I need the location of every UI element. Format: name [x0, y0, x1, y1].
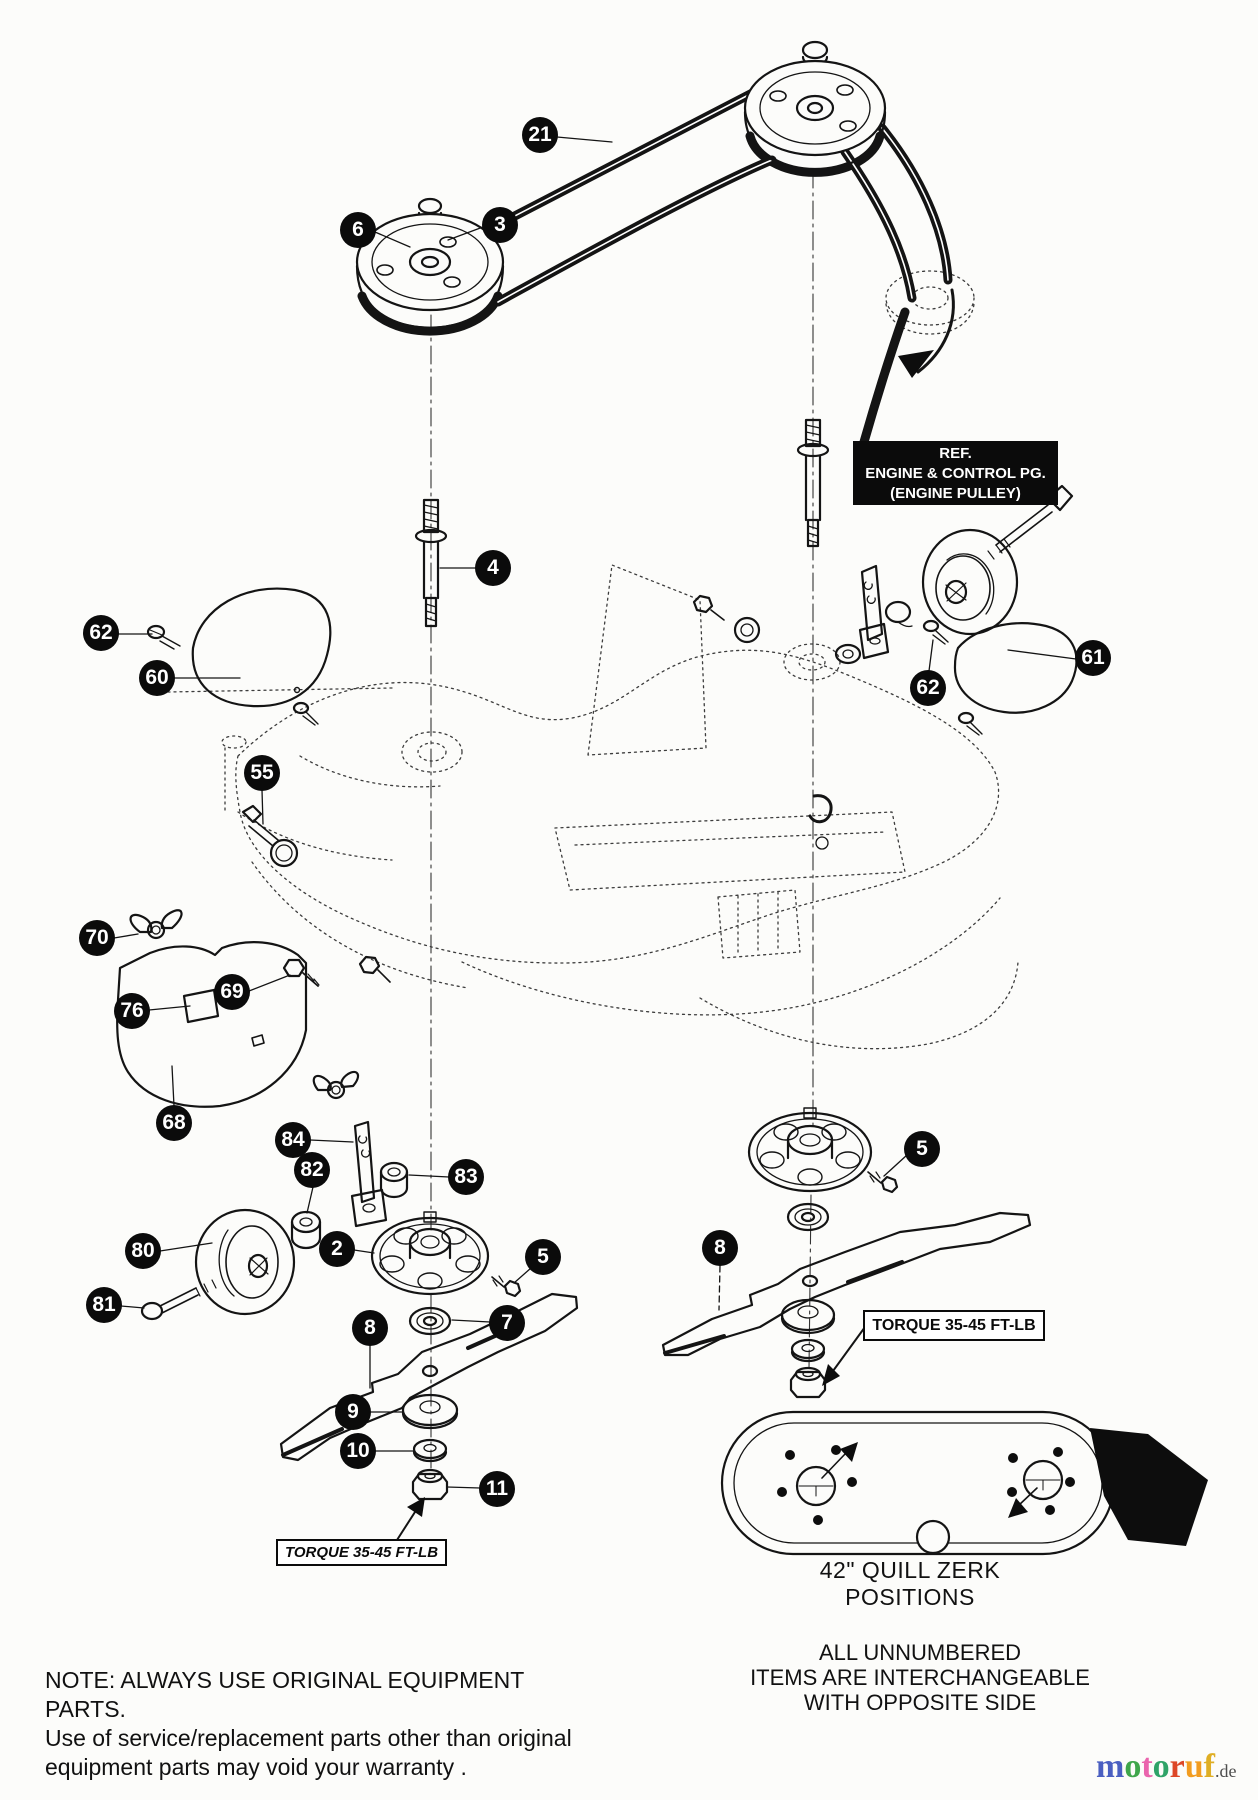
torque-arrow-right	[822, 1326, 866, 1386]
callout-61: 61	[1075, 640, 1111, 676]
ref-box-line1: REF.	[939, 445, 972, 462]
callout-81: 81	[86, 1287, 122, 1323]
center-lines	[430, 169, 814, 1473]
callout-69: 69	[214, 974, 250, 1010]
callout-4: 4	[475, 550, 511, 586]
callout-9: 9	[335, 1394, 371, 1430]
logo-letter: u	[1184, 1748, 1204, 1785]
interchangeable-note-line3: WITH OPPOSITE SIDE	[803, 1690, 1037, 1715]
logo-letter: r	[1169, 1748, 1185, 1785]
callout-83: 83	[448, 1159, 484, 1195]
warranty-note-line2: Use of service/replacement parts other t…	[45, 1725, 572, 1751]
quill-shaft-right	[796, 418, 830, 548]
callout-70: 70	[79, 920, 115, 956]
callout-8: 8	[352, 1310, 388, 1346]
belt-guard-left	[146, 587, 332, 726]
callout-3: 3	[482, 207, 518, 243]
callout-62: 62	[83, 615, 119, 651]
quill-shaft-left	[414, 498, 448, 628]
washer-cup-right	[786, 1202, 830, 1232]
nut-11	[411, 1468, 449, 1501]
belt-guard-right	[922, 619, 1078, 736]
callout-60: 60	[139, 660, 175, 696]
callout-5: 5	[904, 1131, 940, 1167]
deck-hardware	[692, 594, 833, 850]
callout-11: 11	[479, 1471, 515, 1507]
washer-stack-right	[780, 1298, 836, 1399]
spacer-82	[290, 1210, 322, 1250]
callout-10: 10	[340, 1433, 376, 1469]
quill-zerk-diagram	[720, 1410, 1208, 1556]
bracket-84	[350, 1120, 388, 1228]
callout-76: 76	[114, 993, 150, 1029]
warranty-note: NOTE: ALWAYS USE ORIGINAL EQUIPMENT PART…	[45, 1666, 605, 1782]
bolt-69	[282, 955, 391, 987]
callout-68: 68	[156, 1105, 192, 1141]
warranty-note-line3: equipment parts may void your warranty .	[45, 1754, 467, 1780]
logo-wordmark: motoruf	[1096, 1748, 1215, 1785]
callout-84: 84	[275, 1122, 311, 1158]
washer-9	[401, 1393, 459, 1430]
deflector-68	[116, 941, 360, 1108]
interchangeable-note: ALL UNNUMBERED ITEMS ARE INTERCHANGEABLE…	[730, 1640, 1110, 1715]
callout-82: 82	[294, 1152, 330, 1188]
spindle-pulley-right	[743, 40, 887, 172]
warranty-note-line1: NOTE: ALWAYS USE ORIGINAL EQUIPMENT PART…	[45, 1667, 524, 1722]
logo-letter: t	[1141, 1748, 1153, 1785]
interchangeable-note-line1: ALL UNNUMBERED	[818, 1640, 1022, 1665]
logo-letter: o	[1124, 1748, 1142, 1785]
callout-2: 2	[319, 1231, 355, 1267]
callout-80: 80	[125, 1233, 161, 1269]
spacer-83	[379, 1161, 409, 1199]
ref-box-line2: ENGINE & CONTROL PG.	[865, 465, 1046, 482]
torque-note-left: TORQUE 35-45 FT-LB	[276, 1539, 447, 1566]
callout-5: 5	[525, 1239, 561, 1275]
logo-letter: f	[1203, 1748, 1215, 1785]
blade-left	[279, 1292, 579, 1462]
deck-ghost-outline	[167, 270, 1019, 1050]
logo-letter: m	[1096, 1748, 1125, 1785]
torque-arrow-left	[396, 1497, 425, 1541]
eyebolt-55	[241, 804, 299, 868]
drive-belt	[357, 83, 955, 447]
discharge-chute	[1090, 1428, 1208, 1546]
washer-7	[408, 1306, 452, 1336]
callout-7: 7	[489, 1305, 525, 1341]
wing-nut-70	[129, 909, 183, 940]
callout-55: 55	[244, 755, 280, 791]
callout-62: 62	[910, 670, 946, 706]
logo-letter: o	[1152, 1748, 1170, 1785]
logo-suffix: .de	[1215, 1761, 1237, 1781]
ref-engine-box: REF. ENGINE & CONTROL PG. (ENGINE PULLEY…	[853, 441, 1058, 505]
callout-6: 6	[340, 212, 376, 248]
interchangeable-note-line2: ITEMS ARE INTERCHANGEABLE	[750, 1665, 1090, 1690]
mandrel-pulley-left	[370, 1211, 522, 1298]
gauge-wheel-right	[834, 484, 1074, 665]
motoruf-logo: motoruf.de	[1096, 1748, 1256, 1786]
leader-lines	[113, 136, 1077, 1489]
gauge-wheel-left	[140, 1208, 296, 1321]
washer-10	[412, 1438, 448, 1463]
plate-76	[182, 988, 220, 1024]
spindle-pulley-left	[355, 197, 505, 330]
torque-note-right: TORQUE 35-45 FT-LB	[863, 1310, 1045, 1341]
blade-right	[661, 1211, 1032, 1357]
ref-box-line3: (ENGINE PULLEY)	[890, 485, 1021, 502]
callout-21: 21	[522, 117, 558, 153]
quill-zerk-caption: 42" QUILL ZERK POSITIONS	[819, 1557, 1001, 1610]
callout-8: 8	[702, 1230, 738, 1266]
mandrel-pulley-right	[747, 1107, 899, 1194]
